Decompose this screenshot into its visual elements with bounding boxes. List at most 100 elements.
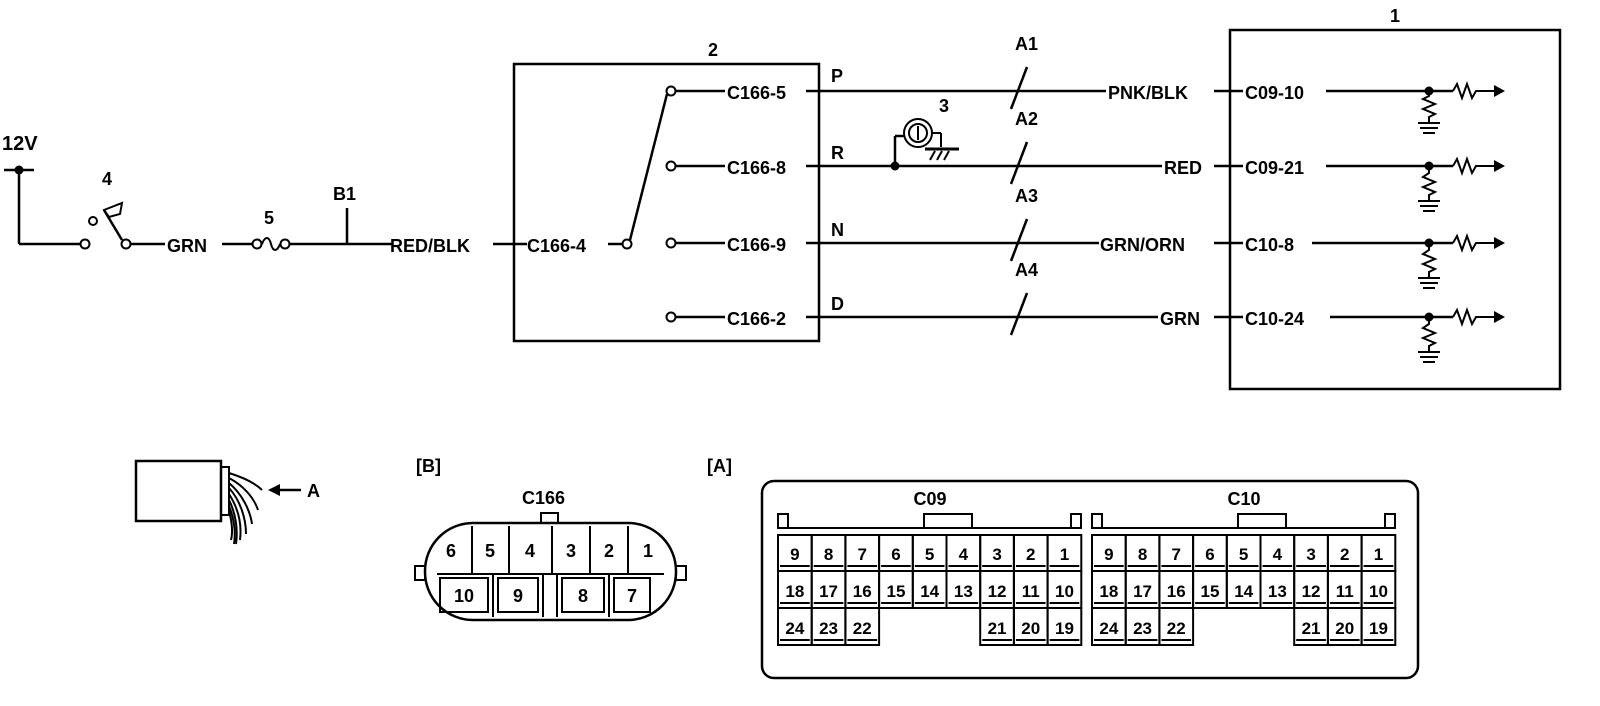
- input-circuit-d: [1330, 307, 1505, 363]
- wire-label-a4: A4: [1015, 260, 1038, 280]
- c166-pin: 1: [643, 541, 653, 561]
- view-a-label: [A]: [707, 456, 732, 476]
- pin-c166-4: C166-4: [527, 236, 586, 256]
- pin-cell: 8: [824, 545, 833, 564]
- pin-c166-9: C166-9: [727, 235, 786, 255]
- c166-pin: 2: [604, 541, 614, 561]
- pin-cell: 11: [1022, 582, 1040, 601]
- pin-cell: 22: [1167, 619, 1186, 638]
- view-b-label: [B]: [416, 456, 441, 476]
- pin-cell: 20: [1335, 619, 1354, 638]
- sensor: 3: [890, 96, 959, 171]
- wire-label-a2: A2: [1015, 109, 1038, 129]
- pin-cell: 8: [1138, 545, 1147, 564]
- pin-cell: 1: [1060, 545, 1069, 564]
- pin-cell: 16: [1167, 582, 1186, 601]
- switch-unit-callout: 2: [708, 40, 718, 60]
- pin-cell: 4: [1273, 545, 1283, 564]
- wire-label-red-blk: RED/BLK: [390, 236, 470, 256]
- c166-pin: 6: [446, 541, 456, 561]
- pin-cell: 10: [1369, 582, 1388, 601]
- sensor-callout: 3: [939, 96, 949, 116]
- pin-cell: 24: [1099, 619, 1118, 638]
- pin-cell: 3: [1306, 545, 1315, 564]
- c166-pin: 3: [566, 541, 576, 561]
- c166-pin: 7: [627, 586, 637, 606]
- pin-cell: 11: [1336, 582, 1354, 601]
- pin-c09-21: C09-21: [1245, 158, 1304, 178]
- output-wires: P R N D A1 A2 A3 A4 PNK/BLK RED GRN/ORN …: [819, 34, 1243, 336]
- wire-label-grn-orn: GRN/ORN: [1100, 235, 1185, 255]
- fuse-callout: 5: [264, 208, 274, 228]
- input-circuit-n: [1312, 233, 1505, 289]
- pin-cell: 18: [1099, 582, 1118, 601]
- input-circuit-r: [1326, 156, 1505, 212]
- wire-label-a1: A1: [1015, 34, 1038, 54]
- pin-cell: 21: [988, 619, 1007, 638]
- power-label: 12V: [2, 133, 38, 155]
- c166-pin: 8: [578, 586, 588, 606]
- ignition-switch: 4: [79, 169, 165, 250]
- harness-arrow-label: A: [307, 481, 320, 501]
- pin-cell: 14: [1234, 582, 1253, 601]
- pin-c166-2: C166-2: [727, 309, 786, 329]
- pin-cell: 6: [891, 545, 900, 564]
- wire-label-red: RED: [1164, 158, 1202, 178]
- pin-cell: 23: [1133, 619, 1152, 638]
- connector-title: C10: [1227, 489, 1260, 509]
- position-n: N: [831, 220, 844, 240]
- pin-cell: 22: [853, 619, 872, 638]
- wire-label-grn-d: GRN: [1160, 309, 1200, 329]
- pin-c166-8: C166-8: [727, 158, 786, 178]
- wire-label-grn: GRN: [167, 236, 207, 256]
- c166-pin: 4: [525, 541, 535, 561]
- c166-pin: 10: [454, 586, 474, 606]
- pin-cell: 7: [1172, 545, 1181, 564]
- range-switch-unit: 2 C166-4 C166-5 C166-8 C166-9 C166-2: [512, 40, 821, 343]
- pin-cell: 17: [1133, 582, 1152, 601]
- pin-cell: 6: [1205, 545, 1214, 564]
- ecu-callout: 1: [1390, 6, 1400, 26]
- pin-c10-8: C10-8: [1245, 235, 1294, 255]
- wire-label-a3: A3: [1015, 186, 1038, 206]
- pin-cell: 7: [858, 545, 867, 564]
- pin-c10-24: C10-24: [1245, 309, 1304, 329]
- pin-cell: 15: [886, 582, 905, 601]
- view-b-c166: [B] C166 6 5 4 3 2 1 10 9 8 7: [414, 456, 687, 622]
- splice-b1-label: B1: [333, 184, 356, 204]
- power-feed: 12V: [2, 133, 80, 246]
- pin-cell: 24: [785, 619, 804, 638]
- pin-cell: 17: [819, 582, 838, 601]
- pin-cell: 1: [1374, 545, 1383, 564]
- pin-cell: 5: [1239, 545, 1248, 564]
- pin-cell: 2: [1026, 545, 1035, 564]
- splice-b1: B1: [333, 184, 356, 244]
- harness-connector-view: A: [134, 459, 320, 545]
- pin-cell: 13: [1268, 582, 1287, 601]
- position-p: P: [831, 66, 843, 86]
- pin-cell: 5: [925, 545, 934, 564]
- c166-title: C166: [522, 488, 565, 508]
- ignition-switch-callout: 4: [102, 169, 112, 189]
- position-r: R: [831, 143, 844, 163]
- pin-cell: 13: [954, 582, 973, 601]
- pin-cell: 4: [959, 545, 969, 564]
- connector-title: C09: [913, 489, 946, 509]
- pin-cell: 12: [988, 582, 1007, 601]
- pin-cell: 10: [1055, 582, 1074, 601]
- pin-cell: 21: [1302, 619, 1321, 638]
- pin-cell: 19: [1055, 619, 1074, 638]
- pin-cell: 9: [1104, 545, 1113, 564]
- pin-c09-10: C09-10: [1245, 83, 1304, 103]
- ecu-module: 1 C09-10 C09-21 C10-8 C10-24: [1228, 6, 1562, 391]
- pin-cell: 12: [1302, 582, 1321, 601]
- pin-cell: 3: [992, 545, 1001, 564]
- pin-cell: 9: [790, 545, 799, 564]
- input-circuit-p: [1326, 81, 1505, 134]
- pin-cell: 2: [1340, 545, 1349, 564]
- pin-cell: 16: [853, 582, 872, 601]
- pin-cell: 20: [1021, 619, 1040, 638]
